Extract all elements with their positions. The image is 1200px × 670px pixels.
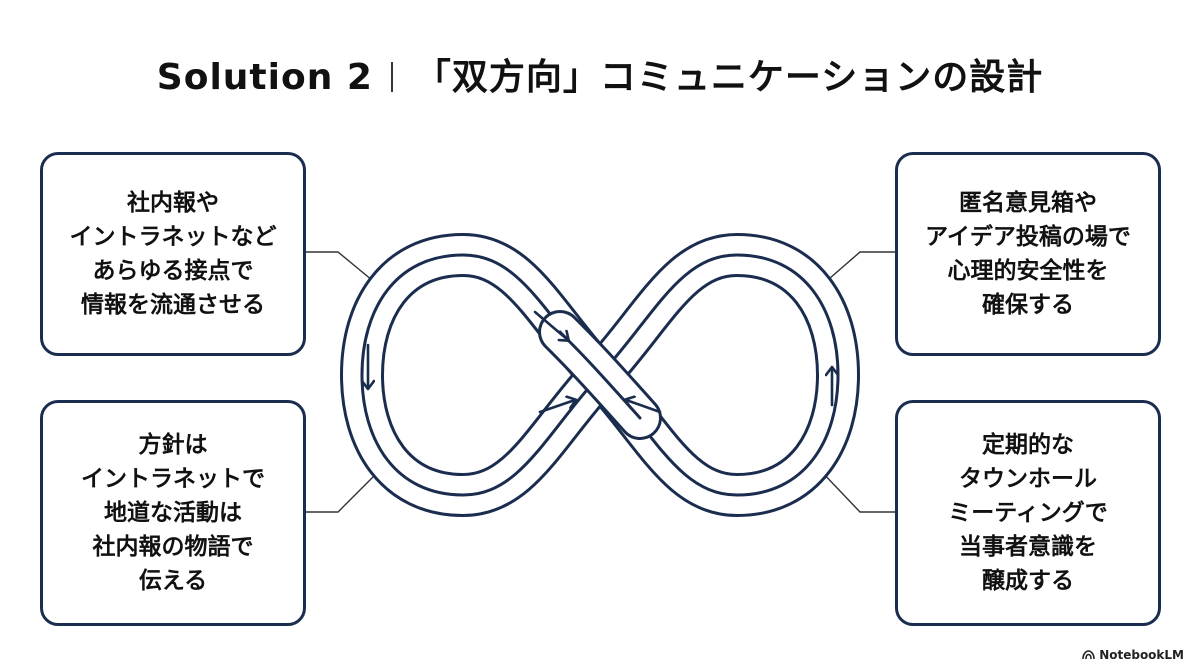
loop-arrows bbox=[368, 310, 832, 414]
card-line: 当事者意識を bbox=[959, 534, 1097, 560]
page-title: Solution 2 「双方向」コミュニケーションの設計 bbox=[0, 48, 1200, 100]
card-policy-stories: 方針は イントラネットで 地道な活動は 社内報の物語で 伝える bbox=[40, 400, 306, 626]
card-line: あらゆる接点で bbox=[92, 258, 254, 284]
card-line: ミーティングで bbox=[948, 500, 1108, 526]
connector-bottom-left bbox=[306, 469, 381, 513]
card-line: 社内報の物語で bbox=[92, 534, 254, 560]
card-anonymous-feedback: 匿名意見箱や アイデア投稿の場で 心理的安全性を 確保する bbox=[895, 152, 1161, 356]
title-lead: Solution 2 bbox=[156, 57, 373, 98]
card-intranet-channels: 社内報や イントラネットなど あらゆる接点で 情報を流通させる bbox=[40, 152, 306, 356]
card-line: 方針は bbox=[138, 432, 208, 458]
title-main: 「双方向」コミュニケーションの設計 bbox=[414, 57, 1044, 98]
card-line: イントラネットで bbox=[81, 466, 265, 492]
card-line: 伝える bbox=[138, 568, 208, 594]
brand-label: NotebookLM bbox=[1099, 648, 1184, 662]
card-line: 心理的安全性を bbox=[947, 258, 1109, 284]
card-line: 社内報や bbox=[127, 190, 219, 216]
card-line: 定期的な bbox=[982, 432, 1074, 458]
connector-top-left bbox=[306, 251, 379, 286]
card-town-hall: 定期的な タウンホール ミーティングで 当事者意識を 醸成する bbox=[895, 400, 1161, 626]
arrow-upper-left bbox=[533, 310, 568, 340]
card-line: 地道な活動は bbox=[104, 500, 242, 526]
connector-lines bbox=[306, 251, 895, 513]
title-divider bbox=[390, 62, 393, 92]
card-line: 確保する bbox=[981, 292, 1074, 318]
card-line: イントラネットなど bbox=[69, 224, 277, 250]
card-line: タウンホール bbox=[959, 466, 1097, 492]
arrow-lower-center-left bbox=[538, 400, 575, 414]
notebooklm-branding: NotebookLM bbox=[1082, 648, 1184, 662]
connector-top-right bbox=[821, 251, 895, 286]
card-line: 情報を流通させる bbox=[81, 292, 265, 318]
arrow-lower-center-right bbox=[626, 400, 662, 414]
notebooklm-icon bbox=[1082, 650, 1095, 660]
connector-bottom-right bbox=[819, 469, 895, 513]
card-line: アイデア投稿の場で bbox=[925, 224, 1131, 250]
card-line: 醸成する bbox=[982, 568, 1074, 594]
card-line: 匿名意見箱や bbox=[958, 190, 1097, 216]
